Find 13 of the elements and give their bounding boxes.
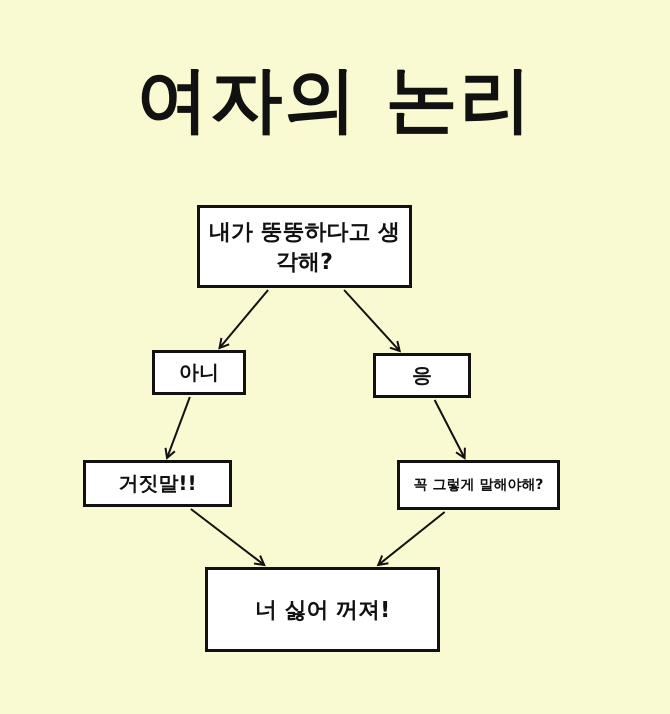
arrow	[343, 289, 401, 352]
text-box: 꼭 그렇게 말해야해?	[397, 460, 560, 510]
text-box: 내가 뚱뚱하다고 생각해?	[197, 205, 412, 288]
text-box: 거짓말!!	[83, 460, 232, 507]
title: 여자의 논리	[135, 56, 535, 143]
arrow	[164, 396, 191, 459]
arrow	[218, 289, 269, 349]
arrow	[377, 511, 446, 566]
arrow	[434, 400, 466, 459]
arrow	[190, 508, 266, 566]
text-box: 아니	[152, 350, 246, 395]
text-box: 응	[373, 353, 471, 398]
text-box: 너 싫어 꺼져!	[205, 567, 440, 652]
